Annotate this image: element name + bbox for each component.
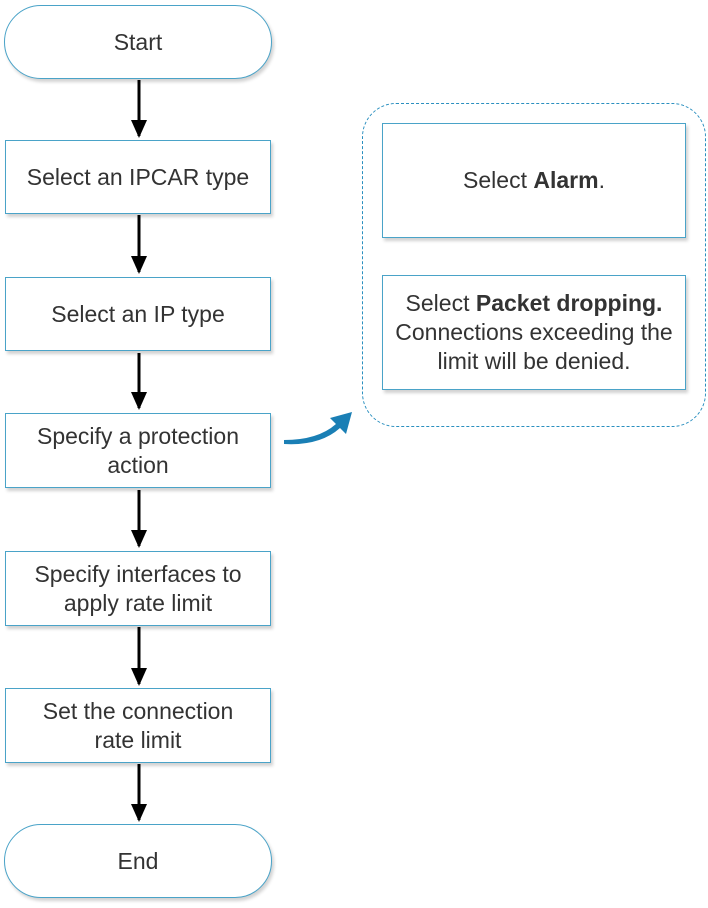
start-label: Start: [113, 28, 163, 55]
step4-label: Specify interfaces to apply rate limit: [34, 560, 242, 616]
step-specify-protection-action: Specify a protection action: [5, 413, 271, 488]
step5-label: Set the connection rate limit: [42, 697, 234, 753]
arrowhead-1: [131, 120, 147, 138]
step-set-connection-rate-limit: Set the connection rate limit: [5, 688, 271, 763]
step-select-ipcar-type: Select an IPCAR type: [5, 140, 271, 214]
end-terminal: End: [4, 824, 272, 898]
start-terminal: Start: [4, 5, 272, 79]
callout-arrow: [284, 412, 352, 445]
step2-label: Select an IP type: [51, 300, 225, 327]
option-drop-text: Select Packet dropping.Connections excee…: [395, 290, 673, 374]
option-alarm: Select Alarm.: [382, 123, 686, 238]
step-specify-interfaces: Specify interfaces to apply rate limit: [5, 551, 271, 626]
arrowhead-5: [131, 668, 147, 686]
step3-label: Specify a protection action: [36, 422, 239, 478]
option-packet-dropping: Select Packet dropping.Connections excee…: [382, 275, 686, 390]
step-select-ip-type: Select an IP type: [5, 277, 271, 351]
protection-action-options-group: [362, 103, 706, 427]
arrowhead-2: [131, 256, 147, 274]
arrowhead-6: [131, 804, 147, 822]
step1-label: Select an IPCAR type: [26, 163, 250, 190]
end-label: End: [117, 847, 159, 874]
option-alarm-text: Select Alarm.: [463, 167, 605, 193]
arrowhead-3: [131, 392, 147, 410]
arrowhead-4: [131, 530, 147, 548]
